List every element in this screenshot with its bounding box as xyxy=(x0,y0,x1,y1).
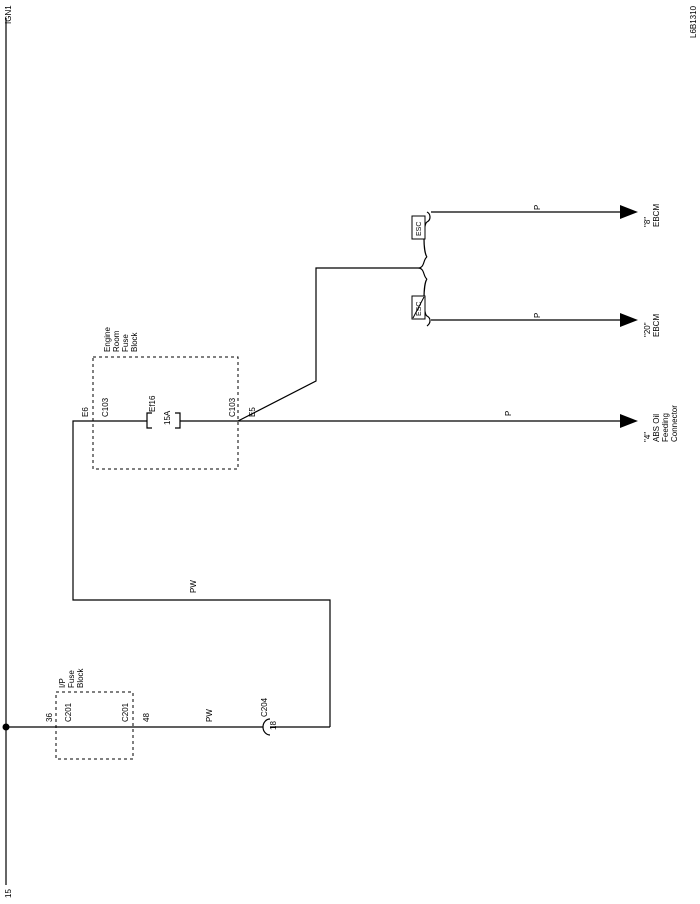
abs-arrow xyxy=(620,414,638,428)
fuse-right-bracket xyxy=(175,412,181,429)
ebcm-branch-wire xyxy=(237,267,418,422)
engine-in-connector: C103 xyxy=(101,397,110,417)
engine-out-connector: C103 xyxy=(228,397,237,417)
dest-abs-label: "4" ABS Oil Feeding Connector xyxy=(643,405,679,442)
pw-lower-label: PW xyxy=(205,709,214,722)
p-lower-label: P xyxy=(533,313,542,318)
not-esc-option-text: ESC xyxy=(416,302,423,316)
p-upper-label: P xyxy=(533,205,542,210)
c204-name: C204 xyxy=(260,697,269,717)
pw-riser-wire xyxy=(72,420,331,727)
engine-fuse-block-box xyxy=(92,356,239,470)
upper-option-break xyxy=(423,211,431,258)
esc-option-tag xyxy=(411,215,426,240)
pw-upper-label: PW xyxy=(189,580,198,593)
engine-in-pin: E6 xyxy=(81,407,90,417)
dest-ebcm-8-label: "8" EBCM xyxy=(643,204,661,227)
ip-right-pin: 48 xyxy=(142,713,151,722)
c204-pin: 18 xyxy=(269,721,278,730)
ebcm-20-arrow xyxy=(620,313,638,327)
fuse-left-bracket xyxy=(146,412,152,429)
ip-fuse-block-box xyxy=(55,691,134,760)
lower-option-break xyxy=(423,278,431,327)
option-split-symbol xyxy=(417,256,428,280)
not-esc-slash xyxy=(412,296,425,319)
ip-left-pin: 36 xyxy=(45,713,54,722)
figure-id: L6B1310 xyxy=(689,5,698,38)
p-main-label: P xyxy=(504,411,513,416)
bus-bottom-label: 15 xyxy=(4,889,13,898)
engine-fuse-block-title: Engine Room Fuse Block xyxy=(103,325,139,352)
ip-right-connector: C201 xyxy=(121,702,130,722)
c204-connector-symbol xyxy=(262,718,271,736)
esc-option-text: ESC xyxy=(416,222,423,236)
dest-ebcm-20-label: "20" EBCM xyxy=(643,314,661,337)
ebcm-8-arrow xyxy=(620,205,638,219)
fuse-rating: 15A xyxy=(163,410,172,425)
fuse-name: Ef16 xyxy=(148,395,157,412)
bus-top-label: IGN1 xyxy=(4,5,13,24)
ip-fuse-block-title: I/P Fuse Block xyxy=(58,667,85,688)
engine-out-pin: E5 xyxy=(248,407,257,417)
ip-left-connector: C201 xyxy=(64,702,73,722)
